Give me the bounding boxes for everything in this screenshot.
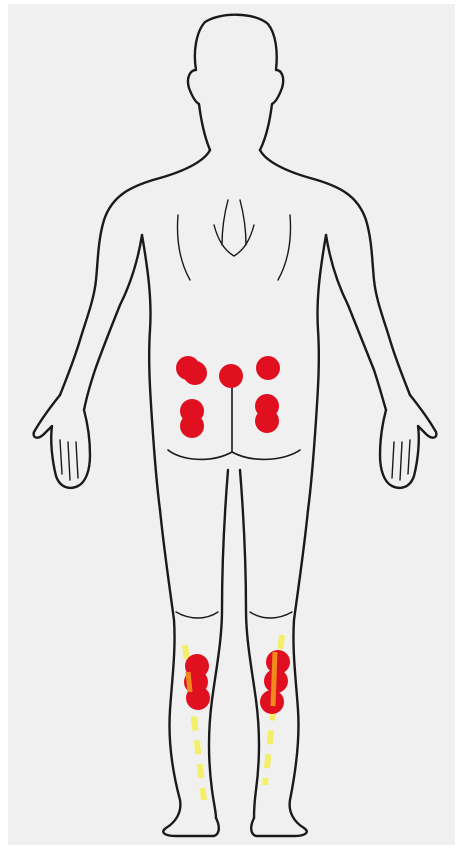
head-outline	[188, 15, 283, 150]
buttock-marker-right	[255, 394, 279, 433]
lower-back-marker-center	[219, 364, 243, 388]
lower-back-marker-right-upper	[256, 356, 280, 380]
left-torso-outline	[142, 235, 160, 510]
spine-outline	[214, 200, 254, 256]
left-arm-inner-outline	[84, 235, 142, 410]
lower-back-marker-left-upper	[176, 356, 207, 385]
right-arm-inner-outline	[326, 235, 386, 410]
scapula-left	[178, 215, 191, 280]
left-leg-inner-outline	[209, 470, 228, 818]
body-outline	[34, 15, 437, 836]
left-fingers	[60, 440, 78, 480]
right-leg-inner-outline	[240, 470, 259, 818]
right-knee-crease	[250, 612, 292, 618]
left-calf-overlay	[188, 672, 190, 692]
left-knee-crease	[176, 612, 218, 618]
scapula-right	[278, 215, 291, 280]
right-torso-outline	[308, 235, 326, 510]
right-fingers	[392, 440, 410, 480]
buttock-marker-left	[180, 399, 204, 438]
right-calf-overlay	[273, 652, 275, 706]
